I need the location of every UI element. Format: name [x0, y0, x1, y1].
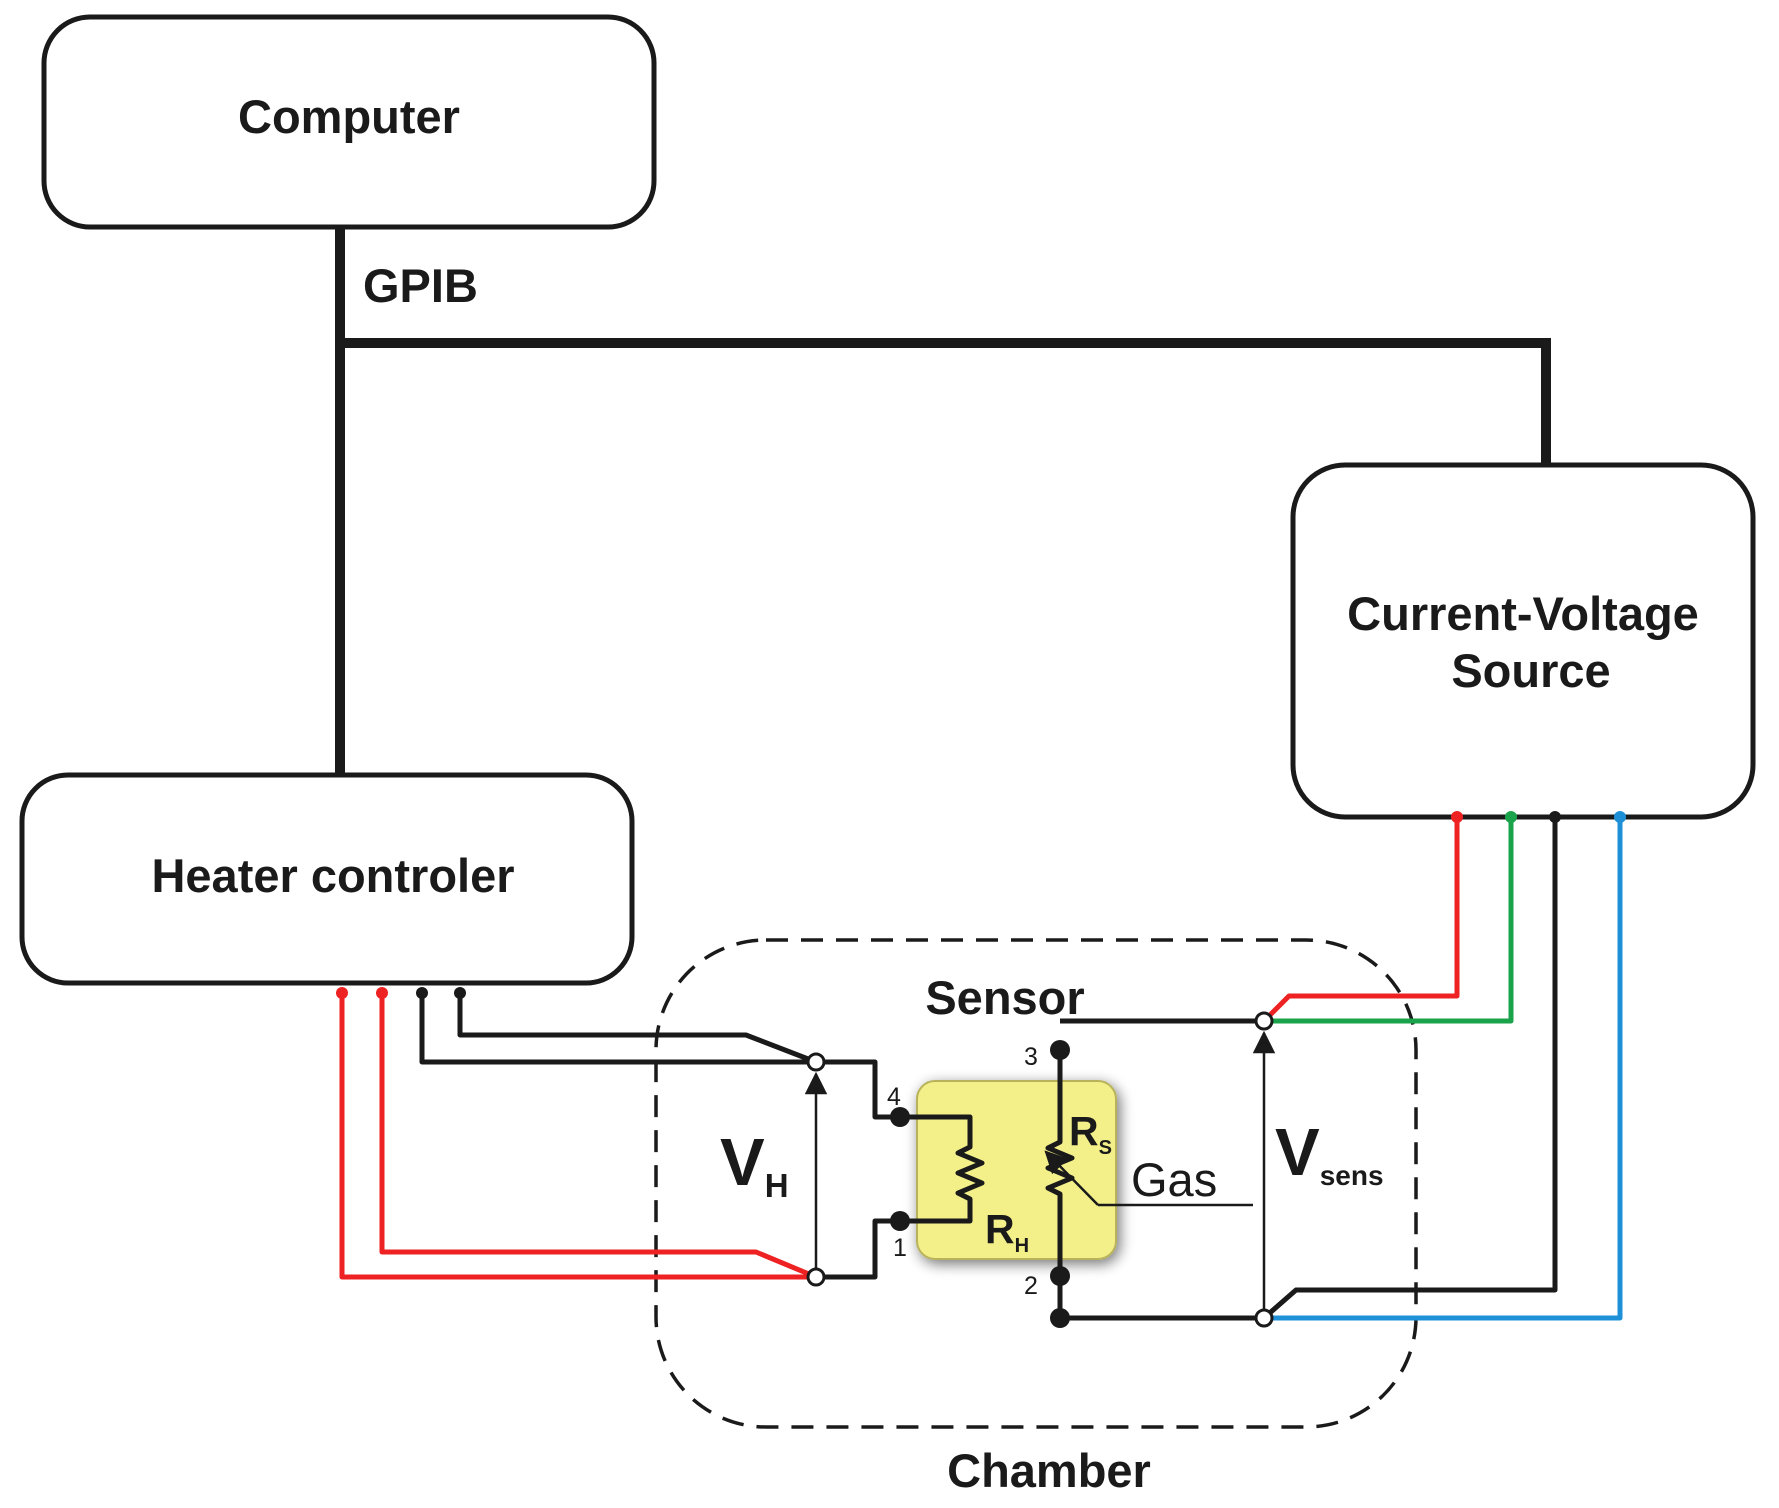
chamber-boundary	[654, 938, 1418, 1429]
vh-terminal-top	[806, 1052, 826, 1072]
heater-controller-box	[19, 772, 635, 986]
vh-lead-bottom	[816, 1218, 900, 1280]
computer-label: Computer	[238, 90, 460, 143]
source-label-line1: Current-Voltage	[1347, 587, 1699, 640]
vh-label: VH	[720, 1125, 789, 1204]
rh-label: RH	[985, 1206, 1029, 1257]
pin-2-label: 2	[1024, 1272, 1038, 1300]
heater-port-red-1	[336, 987, 348, 999]
heater-wire-red-1	[339, 993, 816, 1280]
heater-wire-black-2	[457, 993, 817, 1065]
vsens-terminal-top	[1254, 1011, 1274, 1031]
gpib-label: GPIB	[363, 259, 478, 312]
pin-4-dot	[890, 1107, 910, 1127]
gpib-bus-branch	[335, 338, 1551, 470]
pin-4-label: 4	[887, 1083, 901, 1111]
heater-port-red-2	[376, 987, 388, 999]
source-wire-blue	[1264, 817, 1623, 1321]
chamber-label: Chamber	[947, 1444, 1151, 1497]
pin-1-label: 1	[893, 1234, 907, 1262]
vh-lead-top	[816, 1059, 900, 1120]
pin-2-dot	[1050, 1266, 1070, 1286]
computer-box	[41, 14, 657, 230]
heater-wire-red-2	[379, 993, 817, 1280]
sensor-label: Sensor	[925, 971, 1084, 1024]
current-voltage-source-box	[1290, 462, 1756, 820]
source-port-blue	[1614, 811, 1626, 823]
pin-3-label: 3	[1024, 1043, 1038, 1071]
rs-label: RS	[1069, 1108, 1112, 1159]
vsens-terminal-bottom	[1254, 1308, 1274, 1328]
rs-variable-arrow	[1044, 1150, 1099, 1206]
pin-3-dot	[1050, 1040, 1070, 1060]
gas-label: Gas	[1131, 1153, 1217, 1206]
source-wire-black	[1262, 817, 1558, 1320]
vh-terminal-bottom	[806, 1267, 826, 1287]
heater-port-black-1	[416, 987, 428, 999]
source-port-red	[1451, 811, 1463, 823]
heater-wire-black-1	[419, 993, 816, 1065]
rh-resistor	[900, 1114, 985, 1224]
pin-1-dot	[890, 1211, 910, 1231]
heater-port-black-2	[454, 987, 466, 999]
heater-controller-label: Heater controler	[151, 849, 514, 902]
source-port-green	[1505, 811, 1517, 823]
vsens-label: Vsens	[1275, 1115, 1384, 1191]
sensor-chip	[916, 1080, 1117, 1260]
source-wire-green	[1264, 817, 1514, 1024]
source-port-black	[1549, 811, 1561, 823]
source-wire-red	[1262, 817, 1460, 1023]
source-label-line2: Source	[1451, 644, 1610, 697]
